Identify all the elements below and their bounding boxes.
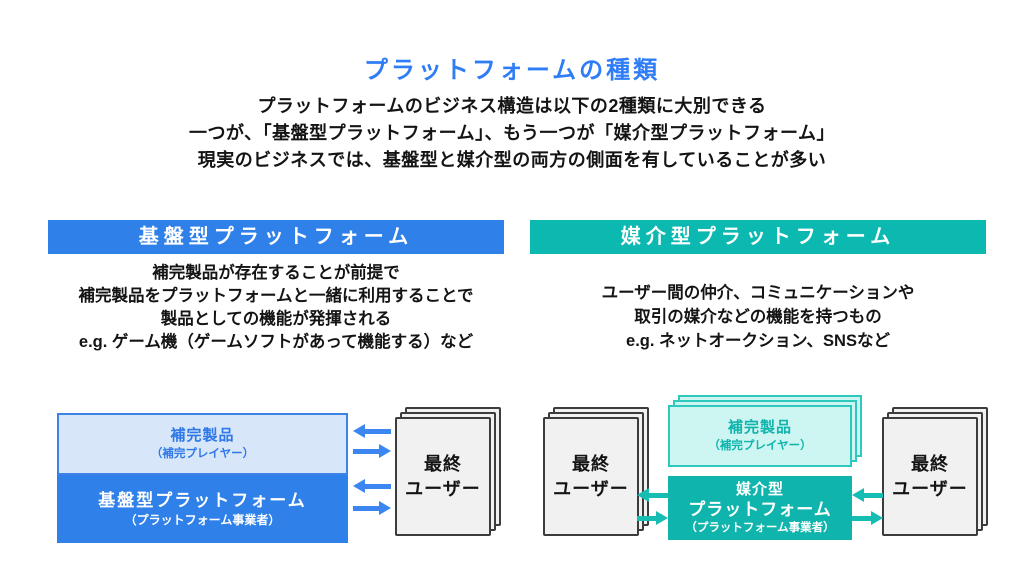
end-user-stack-left: 最終 ユーザー [543,407,651,537]
end-user-label: 最終 ユーザー [553,452,629,502]
arrow-right-icon [353,444,391,458]
arrow-bar [353,505,379,511]
foundation-desc-line-2: 補完製品をプラットフォームと一緒に利用することで [78,287,474,305]
page-title: プラットフォームの種類 [363,57,661,84]
intermediary-platform-box-line2: プラットフォーム [688,500,832,519]
foundation-description: 補完製品が存在することが前提で 補完製品をプラットフォームと一緒に利用することで… [48,262,504,354]
intermediary-platform-box-line1: 媒介型 [735,481,784,498]
complement-product-subtitle: （補完プレイヤー） [708,440,812,452]
end-user-label-line2: ユーザー [553,478,629,499]
page-stack-front: 最終 ユーザー [395,417,491,536]
arrow-bar [637,515,656,521]
foundation-platform-header: 基盤型プラットフォーム [48,220,504,254]
arrow-bar [852,515,871,521]
arrow-bar [353,448,379,454]
arrow-head [637,488,649,502]
arrow-head [353,424,365,438]
arrow-bar [365,483,391,489]
intro-text: プラットフォームのビジネス構造は以下の2種類に大別できる 一つが、「基盤型プラッ… [0,93,1024,174]
end-user-stack-left-diagram: 最終 ユーザー [395,407,503,537]
arrow-right-icon [353,501,391,515]
arrow-bar [649,492,668,498]
arrow-left-icon [637,488,668,502]
foundation-platform-box: 基盤型プラットフォーム （プラットフォーム事業者） [57,475,348,543]
arrow-head [379,444,391,458]
arrow-right-icon [852,511,883,525]
intro-line-3: 現実のビジネスでは、基盤型と媒介型の両方の側面を有していることが多い [197,150,827,170]
end-user-label-line1: 最終 [423,453,462,474]
intermediary-description: ユーザー間の仲介、コミュニケーションや 取引の媒介などの機能を持つもの e.g.… [530,281,986,353]
arrow-bar [864,492,883,498]
arrow-left-icon [353,424,391,438]
foundation-platform-box-title: 基盤型プラットフォーム [98,490,307,510]
arrow-head [852,488,864,502]
foundation-desc-line-1: 補完製品が存在することが前提で [152,264,400,282]
intermediary-platform-box: 媒介型 プラットフォーム （プラットフォーム事業者） [668,476,852,540]
complement-product-title: 補完製品 [727,419,792,436]
intermediary-platform-header: 媒介型プラットフォーム [530,220,986,254]
arrow-head [656,511,668,525]
arrow-bar [365,428,391,434]
complement-product-subtitle: （補完プレイヤー） [150,448,255,460]
arrow-head [379,501,391,515]
end-user-label: 最終 ユーザー [405,452,481,502]
intermediary-desc-line-1: ユーザー間の仲介、コミュニケーションや [601,284,915,302]
arrow-left-icon [353,479,391,493]
intermediary-desc-line-2: 取引の媒介などの機能を持つもの [634,308,882,326]
complement-product-stack: 補完製品 （補完プレイヤー） [668,395,864,469]
end-user-label-line2: ユーザー [892,478,968,499]
arrow-head [353,479,365,493]
end-user-label-line1: 最終 [571,453,610,474]
end-user-stack-right: 最終 ユーザー [882,407,990,537]
complement-product-box: 補完製品 （補完プレイヤー） [57,413,348,475]
page-stack-front: 最終 ユーザー [882,417,978,536]
foundation-desc-line-4: e.g. ゲーム機（ゲームソフトがあって機能する）など [78,333,474,351]
arrow-head [871,511,883,525]
intro-line-2: 一つが、「基盤型プラットフォーム」、もう一つが「媒介型プラットフォーム」 [188,123,836,143]
foundation-platform-box-subtitle: （プラットフォーム事業者） [124,512,281,527]
arrow-left-icon [852,488,883,502]
complement-product-title: 補完製品 [170,427,235,444]
page-stack-front: 最終 ユーザー [543,417,639,536]
intro-line-1: プラットフォームのビジネス構造は以下の2種類に大別できる [257,96,767,116]
end-user-label: 最終 ユーザー [892,452,968,502]
end-user-label-line1: 最終 [910,453,949,474]
intermediary-desc-line-3: e.g. ネットオークション、SNSなど [626,332,890,350]
stack-front: 補完製品 （補完プレイヤー） [668,405,852,467]
arrow-right-icon [637,511,668,525]
end-user-label-line2: ユーザー [405,478,481,499]
foundation-desc-line-3: 製品としての機能が発揮される [160,310,392,328]
intermediary-platform-box-subtitle: （プラットフォーム事業者） [685,522,835,534]
